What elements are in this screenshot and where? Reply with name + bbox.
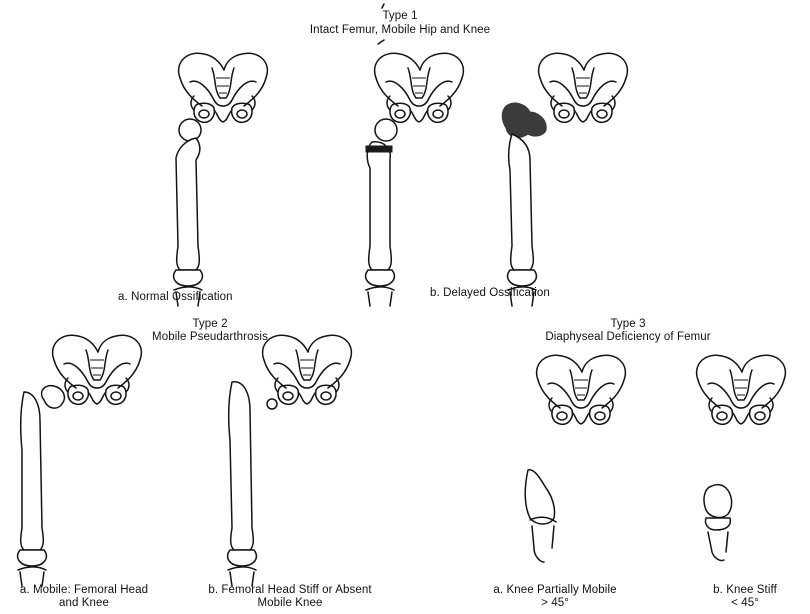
type2-label-b-line1: b. Femoral Head Stiff or Absent — [190, 584, 390, 597]
type3-subtitle: Diaphyseal Deficiency of Femur — [518, 331, 738, 344]
type2-title: Type 2 — [150, 318, 270, 331]
type3-label-b-line1: b. Knee Stiff — [690, 584, 800, 597]
type1-b-delayed-ossification-2 — [502, 53, 627, 306]
type2-label-a-line2: and Knee — [4, 597, 164, 610]
type2-b-femoral-head-stiff-or-absent — [228, 335, 352, 586]
type1-label-b: b. Delayed Ossification — [430, 287, 550, 300]
type3-a-knee-partially-mobile — [525, 355, 625, 562]
type1-a-normal-ossification — [174, 53, 268, 306]
type1-subtitle: Intact Femur, Mobile Hip and Knee — [270, 24, 530, 37]
type3-b-knee-stiff — [697, 355, 786, 560]
type3-label-a-line2: > 45° — [470, 597, 640, 610]
type3-title: Type 3 — [568, 318, 688, 331]
type2-a-mobile-femoral-head-and-knee — [18, 335, 142, 586]
type2-subtitle: Mobile Pseudarthrosis — [120, 331, 300, 344]
type1-label-a: a. Normal Ossification — [118, 291, 233, 304]
type1-title: Type 1 — [360, 10, 440, 23]
type3-label-b-line2: < 45° — [690, 597, 800, 610]
type1-b-delayed-ossification-1 — [366, 53, 464, 306]
type2-label-b-line2: Mobile Knee — [190, 597, 390, 610]
type2-label-a-line1: a. Mobile: Femoral Head — [4, 584, 164, 597]
type3-label-a-line1: a. Knee Partially Mobile — [470, 584, 640, 597]
